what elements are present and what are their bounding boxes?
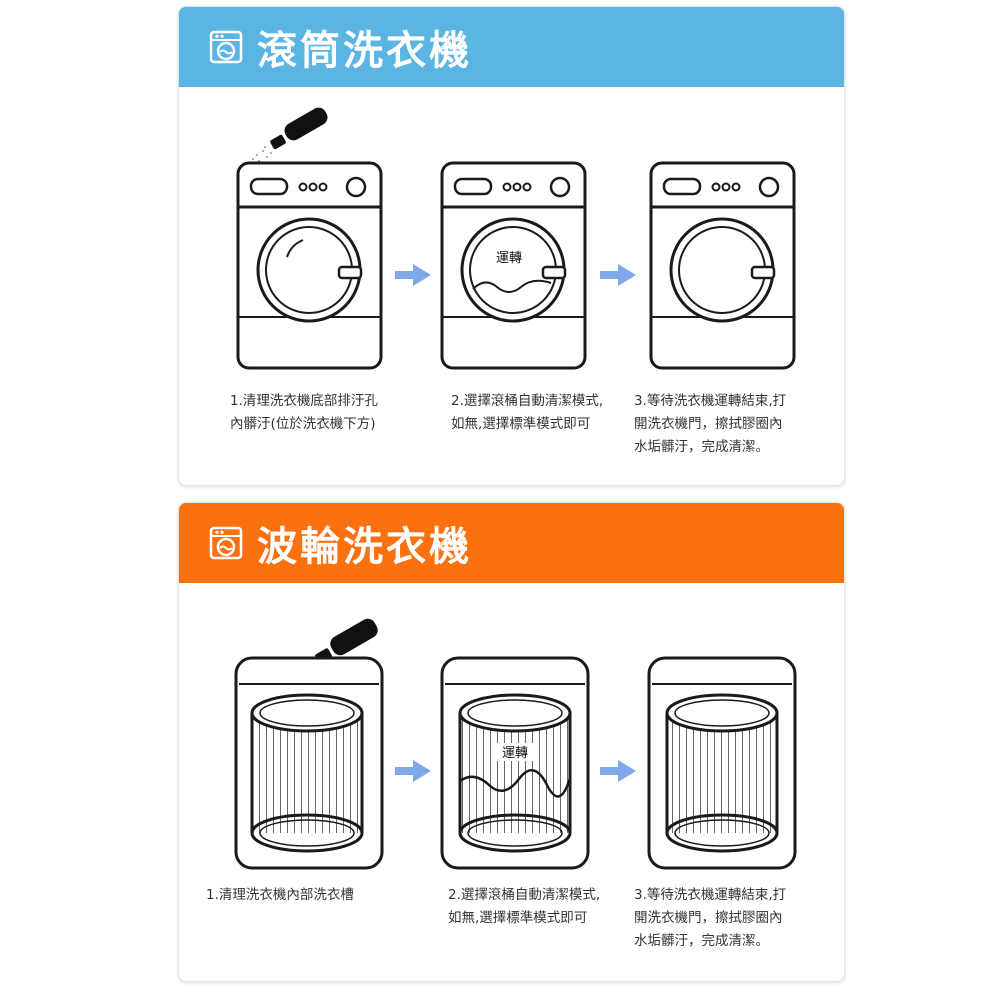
spray-bottle-icon <box>248 107 328 164</box>
section-title: 滾筒洗衣機 <box>257 28 472 74</box>
front-loader-illustration: 運轉 <box>236 107 796 370</box>
step-2-text: 2.選擇滾桶自動清潔模式,如無,選擇標準模式即可 <box>451 393 604 432</box>
step-3-text: 3.等待洗衣機運轉結束,打開洗衣機門，擦拭膠圈內水垢髒汙，完成清潔。 <box>634 887 787 949</box>
arrow-right-icon <box>600 760 636 782</box>
top-loader-illustration: 運轉 <box>234 618 797 870</box>
top-loader-header: 波輪洗衣機 <box>179 503 844 583</box>
front-loader-card: 滾筒洗衣機 <box>178 6 845 486</box>
step-1-text: 1.清理洗衣機底部排汙孔內髒汙(位於洗衣機下方) <box>230 393 378 432</box>
front-loader-step-2 <box>440 161 587 370</box>
front-loader-step-3 <box>649 161 796 370</box>
arrow-right-icon <box>395 760 431 782</box>
step-2-text: 2.選擇滾桶自動清潔模式,如無,選擇標準模式即可 <box>448 887 601 926</box>
front-loader-step-1 <box>236 161 383 370</box>
washing-machine-icon <box>209 526 243 560</box>
arrow-right-icon <box>395 264 431 286</box>
step-3-text: 3.等待洗衣機運轉結束,打開洗衣機門，擦拭膠圈內水垢髒汙，完成清潔。 <box>634 393 787 455</box>
running-label: 運轉 <box>496 251 522 266</box>
section-title: 波輪洗衣機 <box>257 524 472 570</box>
running-label: 運轉 <box>502 746 528 761</box>
step-1-text: 1.清理洗衣機內部洗衣槽 <box>206 887 354 903</box>
top-loader-step-2 <box>440 656 590 870</box>
arrow-right-icon <box>600 264 636 286</box>
top-loader-step-3 <box>647 656 797 870</box>
washing-machine-icon <box>209 30 243 64</box>
top-loader-card: 波輪洗衣機 <box>178 502 845 982</box>
top-loader-step-1 <box>234 656 384 870</box>
front-loader-header: 滾筒洗衣機 <box>179 7 844 87</box>
